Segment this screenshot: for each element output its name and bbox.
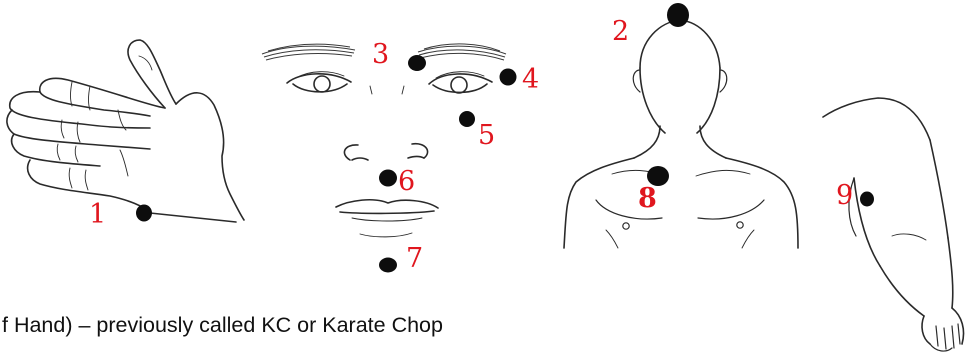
point-2-label: 2: [612, 16, 629, 47]
point-7-dot: [379, 258, 397, 273]
face-drawing: [262, 44, 506, 237]
arm-drawing: [823, 98, 964, 351]
point-8-label: 8: [638, 183, 657, 214]
point-3-dot: [408, 55, 426, 71]
hand-drawing: [7, 40, 244, 222]
torso-drawing: [564, 20, 798, 248]
caption-text: f Hand) – previously called KC or Karate…: [2, 313, 443, 338]
point-9-label: 9: [836, 180, 853, 211]
point-2-dot: [667, 3, 689, 27]
point-4-label: 4: [522, 64, 539, 95]
point-5-label: 5: [478, 120, 495, 151]
point-6-label: 6: [398, 166, 415, 197]
point-7-label: 7: [406, 243, 423, 274]
point-1-dot: [136, 205, 152, 222]
tapping-point-dots: [136, 3, 874, 273]
point-1-label: 1: [89, 199, 106, 230]
point-4-dot: [500, 69, 517, 86]
point-9-dot: [860, 192, 874, 207]
point-3-label: 3: [372, 39, 389, 70]
point-5-dot: [459, 111, 475, 127]
point-6-dot: [379, 170, 397, 187]
tapping-point-labels: 1 2 3 4 5 6 7 8 9: [89, 16, 853, 274]
